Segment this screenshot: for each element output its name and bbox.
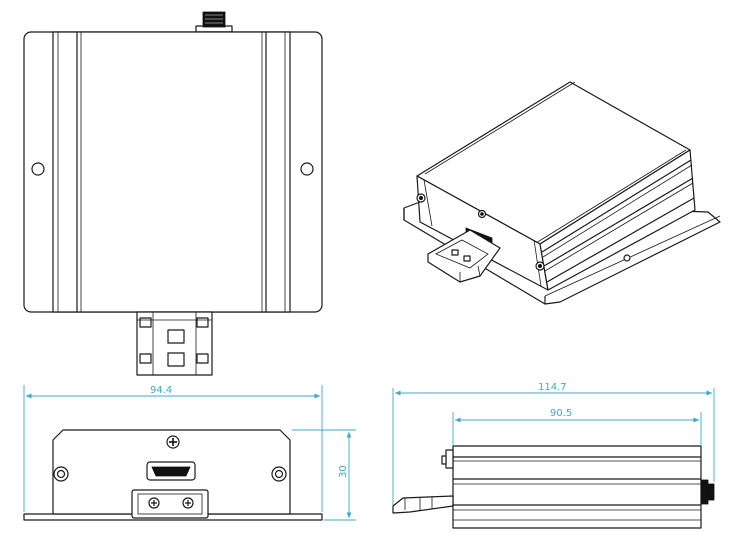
dim-side-body: 90.5 (550, 408, 572, 419)
side-view: 114.7 90.5 (392, 382, 715, 529)
front-sim-holder (131, 489, 209, 519)
enclosure-body (52, 31, 291, 313)
isometric-view (403, 81, 721, 305)
mounting-hole-left (31, 162, 45, 176)
dim-side-total: 114.7 (538, 382, 567, 393)
dim-front-width: 94.4 (150, 385, 172, 396)
iso-side-face (539, 149, 696, 291)
front-view: 94.4 30 (23, 385, 356, 521)
dim-front-height: 30 (338, 465, 349, 478)
top-view (23, 11, 323, 376)
side-body (452, 445, 702, 529)
side-antenna-connector (700, 479, 709, 505)
mounting-hole-right (300, 162, 314, 176)
side-sim-tray (392, 495, 454, 514)
